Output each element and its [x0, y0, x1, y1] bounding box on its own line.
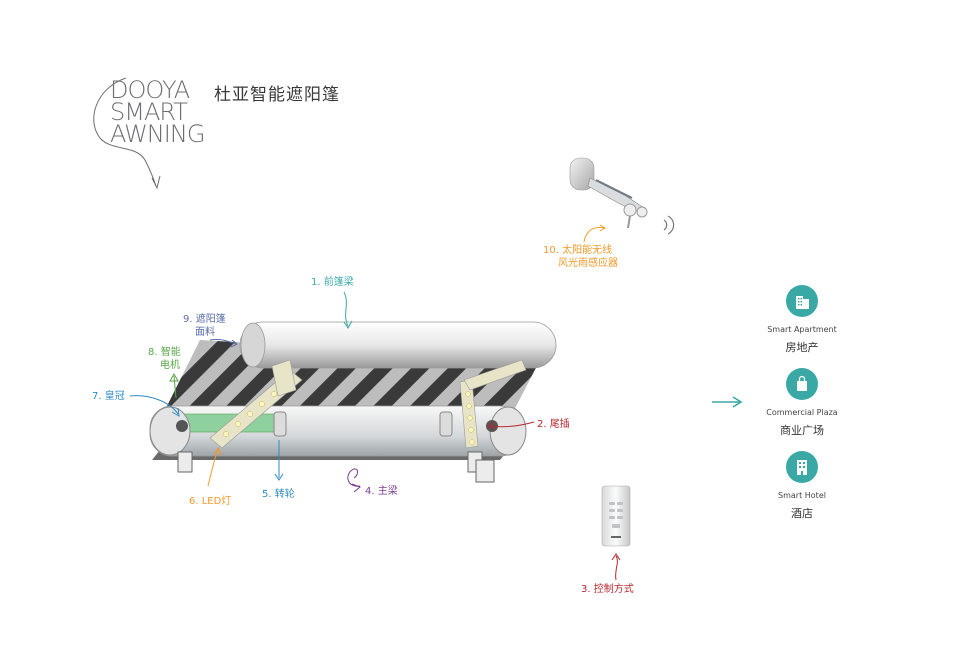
page-title: 杜亚智能遮阳篷 [214, 85, 340, 105]
application-en-apartment: Smart Apartment [767, 325, 837, 334]
shopping-bag-icon [786, 368, 818, 400]
logo-line-3: AWNING [110, 120, 205, 148]
awning-illustration [149, 321, 557, 483]
label-motor-line-1: 8. 智能 [148, 347, 181, 358]
label-motor-line-2: 电机 [160, 360, 180, 371]
label-roller: 5. 转轮 [262, 489, 295, 500]
label-end-cap: 2. 尾插 [537, 419, 570, 430]
application-cn-commercial: 商业广场 [780, 424, 824, 437]
label-led-light: 6. LED灯 [189, 496, 232, 507]
label-fabric-line-1: 9. 遮阳篷 [183, 314, 226, 325]
logo-swirl [93, 77, 161, 190]
application-cn-hotel: 酒店 [791, 507, 813, 520]
apartment-building-icon [786, 285, 818, 317]
label-sensor-line-1: 10. 太阳能无线 [543, 245, 613, 256]
arrow-sensor [583, 224, 606, 243]
logo-line-1: DOOYA [110, 76, 190, 104]
label-main-beam: 4. 主梁 [365, 486, 398, 497]
label-sensor-line-2: 风光雨感应器 [558, 258, 618, 269]
logo-line-2: SMART [110, 98, 188, 126]
hotel-building-icon [786, 451, 818, 483]
wind-sun-rain-sensor-illustration [569, 157, 675, 235]
application-en-hotel: Smart Hotel [778, 491, 826, 500]
label-front-beam: 1. 前篷梁 [311, 277, 354, 288]
remote-control-illustration [601, 485, 631, 547]
label-fabric-line-2: 面料 [195, 327, 215, 338]
application-cn-apartment: 房地产 [785, 341, 819, 354]
label-crown: 7. 皇冠 [92, 391, 125, 402]
label-control-method: 3. 控制方式 [581, 584, 634, 595]
application-en-commercial: Commercial Plaza [766, 408, 838, 417]
